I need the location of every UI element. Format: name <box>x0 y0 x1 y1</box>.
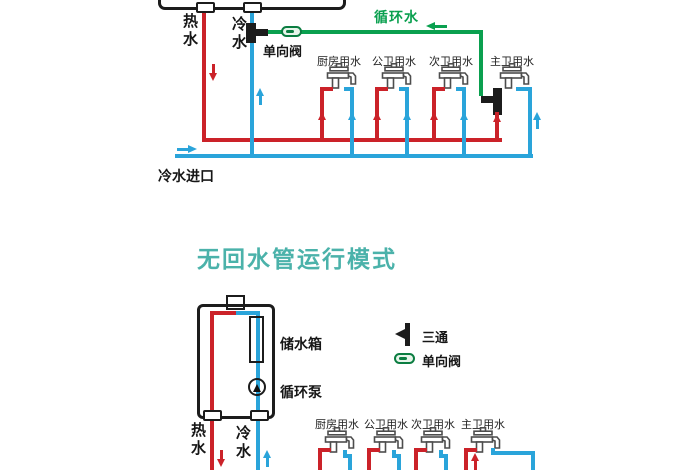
circulation-pump-icon <box>248 378 266 396</box>
cold-water-manifold <box>175 154 533 158</box>
circulation-pipe-vertical <box>479 30 483 96</box>
tap-label-master-bath: 主卫用水 <box>490 56 534 68</box>
tap-label-second-bath: 次卫用水 <box>429 56 473 68</box>
legend-check-valve-icon <box>394 353 415 364</box>
faucet-icon <box>438 63 469 89</box>
faucet-icon <box>420 427 451 453</box>
faucet-icon <box>499 63 530 89</box>
hot-branch-pipe <box>414 448 418 470</box>
cold-branch-pipe <box>528 87 532 158</box>
hot-pipe-stub <box>196 2 215 13</box>
cold-branch-pipe <box>531 451 535 470</box>
hot-water-label: 热水 <box>189 422 206 458</box>
cold-flow-arrow-icon <box>403 112 412 129</box>
hot-branch-pipe <box>320 87 333 91</box>
circulation-pump-label: 循环泵 <box>280 384 322 400</box>
hot-branch-pipe <box>318 448 322 470</box>
legend-tee-label: 三通 <box>422 330 449 345</box>
hot-flow-arrow-icon <box>318 112 327 129</box>
faucet-icon <box>326 63 357 89</box>
hot-branch-pipe <box>414 448 427 452</box>
cold-branch-pipe <box>491 451 535 455</box>
faucet-icon <box>381 63 412 89</box>
hot-branch-pipe <box>375 87 388 91</box>
storage-tank <box>249 316 264 363</box>
storage-tank-label: 储水箱 <box>280 336 322 352</box>
cold-pipe-stub <box>250 410 269 421</box>
faucet-icon <box>324 427 355 453</box>
hot-water-pipe <box>210 416 214 470</box>
tap-label-kitchen: 厨房用水 <box>317 56 361 68</box>
check-valve-label: 单向阀 <box>263 44 303 59</box>
water-heater <box>197 304 275 419</box>
legend-tee-icon <box>395 323 410 346</box>
cold-water-pipe <box>250 9 254 157</box>
cold-branch-pipe <box>439 454 448 458</box>
cold-inlet-label: 冷水进口 <box>158 168 214 184</box>
hot-branch-pipe <box>367 448 380 452</box>
cold-branch-pipe <box>392 454 401 458</box>
cold-branch-pipe <box>343 454 352 458</box>
tap-label-public-bath: 公卫用水 <box>372 56 416 68</box>
circulating-water-label: 循环水 <box>374 9 419 25</box>
cold-flow-arrow-icon <box>348 112 357 129</box>
cold-branch-pipe <box>344 87 354 91</box>
hot-pipe-stub <box>203 410 222 421</box>
cold-inlet-arrow-icon <box>177 144 197 155</box>
hot-branch-pipe <box>432 87 445 91</box>
tee-icon <box>481 88 502 115</box>
hot-water-pipe <box>210 311 238 315</box>
legend-check-valve-label: 单向阀 <box>422 354 462 369</box>
cold-flow-arrow-icon <box>263 450 272 467</box>
hot-flow-arrow-icon <box>217 450 226 467</box>
cold-branch-pipe <box>348 454 352 470</box>
cold-pipe-stub <box>243 2 262 13</box>
tap-label-master-bath: 主卫用水 <box>461 419 505 431</box>
tap-label-kitchen: 厨房用水 <box>315 419 359 431</box>
cold-branch-pipe <box>444 454 448 470</box>
cold-branch-pipe <box>516 87 532 91</box>
cold-flow-arrow-icon <box>256 88 265 105</box>
tap-label-public-bath: 公卫用水 <box>364 419 408 431</box>
hot-water-pipe <box>210 311 214 417</box>
cold-water-label: 冷水 <box>234 425 251 461</box>
cold-flow-arrow-icon <box>460 112 469 129</box>
hot-branch-pipe <box>464 448 468 470</box>
tap-label-second-bath: 次卫用水 <box>411 419 455 431</box>
hot-flow-arrow-icon <box>430 112 439 129</box>
cold-branch-pipe <box>399 87 409 91</box>
hot-flow-arrow-icon <box>471 453 480 470</box>
hot-flow-arrow-icon <box>209 64 218 81</box>
faucet-icon <box>373 427 404 453</box>
cold-flow-arrow-icon <box>533 112 542 129</box>
cold-branch-pipe <box>397 454 401 470</box>
circulation-pipe-horizontal <box>264 30 483 34</box>
hot-flow-arrow-icon <box>493 114 502 131</box>
cold-branch-pipe <box>456 87 466 91</box>
circulation-flow-arrow-icon <box>426 21 447 32</box>
cold-water-label: 冷水 <box>230 16 247 52</box>
hot-branch-pipe <box>367 448 371 470</box>
cold-water-pipe <box>256 416 260 470</box>
cold-water-pipe <box>236 311 260 315</box>
hot-branch-pipe <box>318 448 331 452</box>
hot-water-pipe <box>202 9 206 140</box>
hot-water-label: 热水 <box>181 13 198 49</box>
check-valve-icon <box>281 26 302 37</box>
cold-water-pipe <box>256 311 260 417</box>
faucet-icon <box>470 427 501 453</box>
hot-branch-pipe <box>464 448 477 452</box>
tee-icon <box>246 23 268 43</box>
section-title: 无回水管运行模式 <box>197 246 397 272</box>
hot-flow-arrow-icon <box>373 112 382 129</box>
